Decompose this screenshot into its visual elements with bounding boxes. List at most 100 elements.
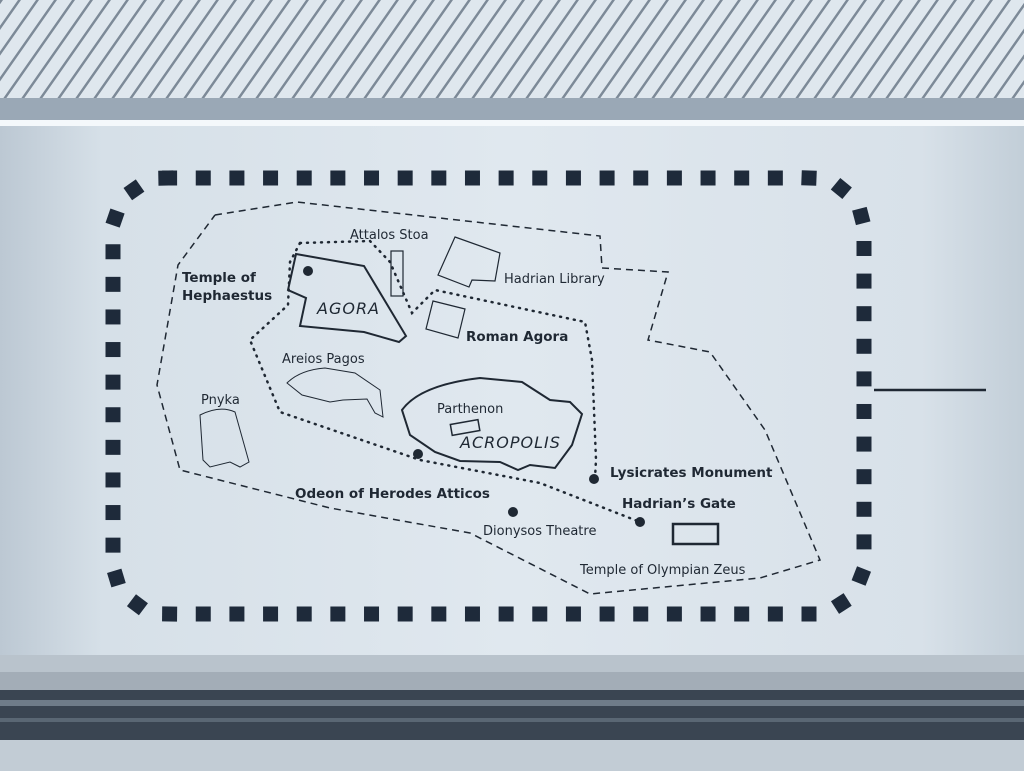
border-square — [666, 170, 682, 186]
border-square — [431, 170, 447, 186]
border-square — [464, 170, 480, 186]
border-square — [856, 534, 872, 550]
hadrian-library-shape — [437, 236, 501, 288]
border-square — [599, 170, 615, 186]
border-square — [830, 177, 852, 200]
border-square — [767, 606, 783, 622]
border-square — [158, 170, 174, 186]
border-square — [229, 606, 245, 622]
border-square — [856, 469, 872, 485]
border-square — [700, 606, 716, 622]
roman-agora-shape — [425, 300, 466, 339]
areios-pagos-shape — [286, 367, 384, 418]
hephaestus-marker — [303, 266, 313, 276]
border-square — [296, 606, 312, 622]
border-square — [195, 170, 211, 186]
walk-route-dotted — [248, 241, 642, 524]
border-square — [856, 273, 872, 289]
label-olympian-zeus: Temple of Olympian Zeus — [579, 563, 746, 578]
hadrians-gate-marker — [635, 517, 645, 527]
border-square — [498, 606, 514, 622]
agora-outline — [286, 252, 408, 344]
label-roman-agora: Roman Agora — [466, 329, 568, 345]
border-square — [830, 593, 852, 614]
border-square — [633, 606, 649, 622]
dionysos-marker — [508, 507, 518, 517]
border-square — [431, 606, 447, 622]
label-attalos-stoa: Attalos Stoa — [350, 228, 429, 243]
border-square — [263, 170, 279, 186]
label-temple-of: Temple of — [182, 270, 256, 286]
border-square — [397, 170, 413, 186]
border-square — [532, 606, 548, 622]
border-square — [105, 342, 121, 358]
lysicrates-marker — [589, 474, 599, 484]
light-strip — [0, 120, 1024, 126]
border-square — [599, 606, 615, 622]
wall — [0, 126, 1024, 656]
border-square — [105, 276, 121, 292]
border-squares — [105, 170, 872, 622]
border-square — [856, 306, 872, 322]
border-square — [107, 568, 126, 588]
label-odeon: Odeon of Herodes Atticos — [295, 486, 490, 502]
floor-tiles — [0, 740, 1024, 771]
border-square — [565, 606, 581, 622]
ceiling-trim — [0, 98, 1024, 124]
border-square — [105, 374, 121, 390]
border-square — [801, 170, 817, 186]
label-hephaestus: Hephaestus — [182, 288, 272, 304]
label-lysicrates: Lysicrates Monument — [610, 465, 773, 481]
border-square — [296, 170, 312, 186]
floor-skirting — [0, 655, 1024, 673]
border-square — [856, 436, 872, 452]
border-square — [195, 606, 211, 622]
olympian-zeus-shape — [671, 522, 720, 546]
pnyka-shape — [199, 408, 250, 468]
border-square — [856, 501, 872, 517]
label-dionysos: Dionysos Theatre — [483, 524, 596, 539]
border-square — [364, 170, 380, 186]
border-square — [633, 170, 649, 186]
border-square — [126, 594, 148, 616]
border-square — [105, 505, 121, 521]
label-pnyka: Pnyka — [201, 393, 240, 408]
floor-stripe — [0, 700, 1024, 706]
label-hadrians-gate: Hadrian’s Gate — [622, 496, 736, 512]
floor-stripe — [0, 718, 1024, 722]
border-square — [856, 403, 872, 419]
border-square — [330, 606, 346, 622]
border-square — [364, 606, 380, 622]
parthenon-shape — [449, 418, 481, 437]
border-square — [105, 439, 121, 455]
border-square — [856, 371, 872, 387]
odeon-marker — [413, 449, 423, 459]
border-square — [330, 170, 346, 186]
border-square — [263, 606, 279, 622]
border-square — [852, 206, 871, 226]
border-square — [229, 170, 245, 186]
border-square — [565, 170, 581, 186]
border-square — [767, 170, 783, 186]
city-boundary-dashed — [156, 201, 822, 595]
border-square — [162, 606, 178, 622]
label-hadrian-library: Hadrian Library — [504, 272, 605, 287]
border-square — [105, 472, 121, 488]
border-square — [801, 606, 817, 622]
border-square — [666, 606, 682, 622]
border-square — [856, 338, 872, 354]
border-square — [105, 309, 121, 325]
acropolis-outline — [400, 376, 584, 472]
floor-dark-band — [0, 690, 1024, 740]
border-square — [734, 606, 750, 622]
border-square — [498, 170, 514, 186]
border-square — [700, 170, 716, 186]
border-square — [464, 606, 480, 622]
border-square — [856, 240, 872, 256]
floor-step — [0, 672, 1024, 690]
ceiling — [0, 0, 1024, 100]
border-square — [105, 407, 121, 423]
border-square — [734, 170, 750, 186]
